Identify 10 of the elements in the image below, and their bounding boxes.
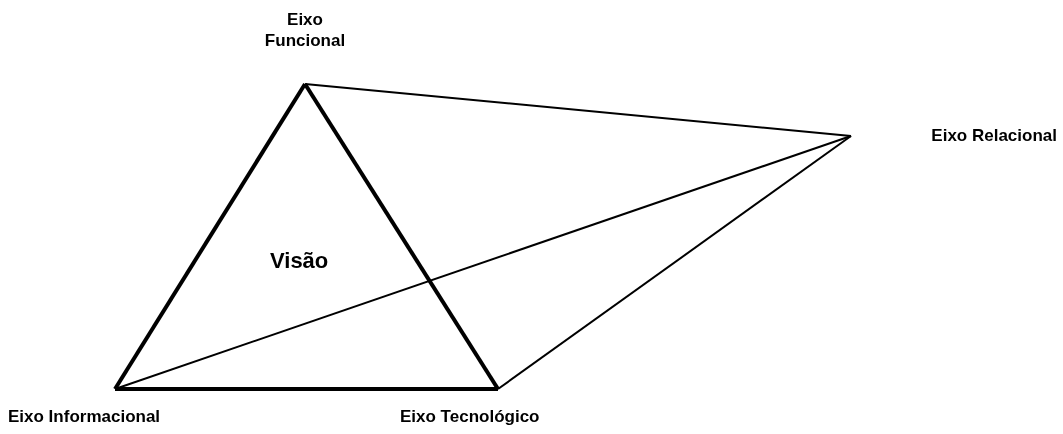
axis-label: Eixo Funcional: [263, 9, 347, 51]
axis-label: Eixo Tecnológico: [400, 406, 540, 427]
line: [113, 82, 307, 391]
axis-label: Eixo Relacional: [931, 125, 1057, 146]
line: [114, 135, 852, 390]
line: [115, 387, 498, 391]
axis-label: Eixo Informacional: [8, 406, 161, 427]
center-label: Visão: [270, 248, 329, 274]
line: [304, 83, 852, 137]
line: [497, 135, 852, 390]
